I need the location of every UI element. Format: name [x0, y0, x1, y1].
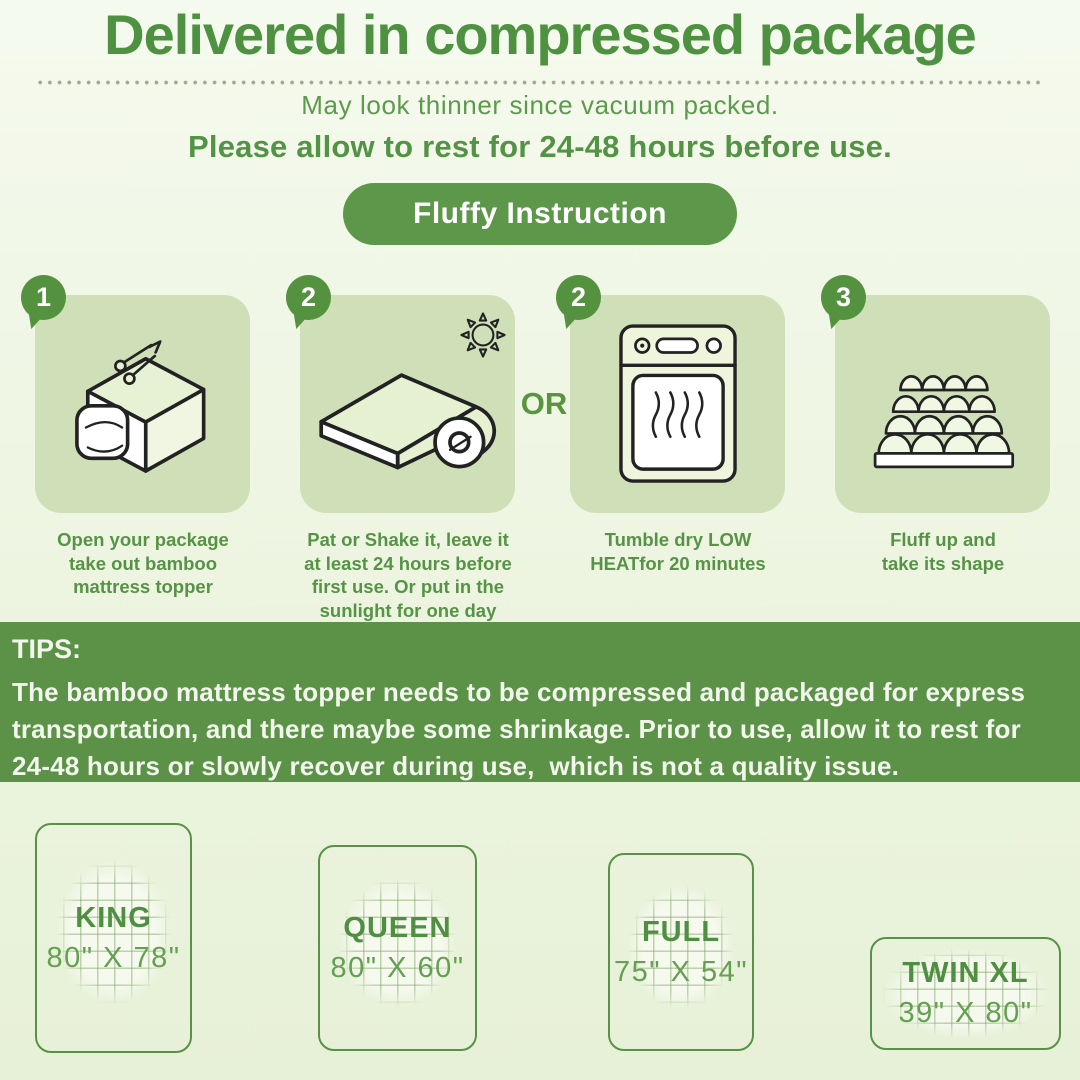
fluffy-topper-icon: [857, 330, 1029, 478]
sun-icon: [455, 307, 511, 363]
step-caption: Open your package take out bamboo mattre…: [57, 529, 229, 598]
size-dimensions: 80" X 78": [46, 941, 181, 974]
step-tumble-dry: 2 Tumble dry LOW HEATfor 20 minutes: [556, 275, 785, 575]
size-name: FULL: [641, 915, 721, 948]
size-card-king: KING 80" X 78": [35, 823, 192, 1053]
step-number-badge: 2: [556, 275, 601, 320]
step-card: 3: [821, 275, 1050, 513]
step-fluff-up: 3 Fluff up and take its shape: [821, 275, 1050, 575]
size-dimensions: 39" X 80": [898, 997, 1033, 1029]
dotted-divider: [38, 80, 1042, 86]
tips-body: The bamboo mattress topper needs to be c…: [12, 677, 1026, 782]
tips-banner: TIPS: The bamboo mattress topper needs t…: [0, 622, 1080, 782]
or-label: OR: [520, 386, 568, 421]
size-name: KING: [75, 901, 152, 934]
size-card-twin-xl: TWIN XL 39" X 80": [870, 937, 1061, 1050]
size-dimensions: 75" X 54": [613, 955, 749, 988]
tumble-dryer-icon: [614, 321, 742, 487]
size-name: QUEEN: [343, 911, 452, 944]
fluffy-instruction-button: Fluffy Instruction: [343, 183, 737, 245]
tips-heading: TIPS:: [12, 634, 82, 664]
step-shake-sunlight: 2: [286, 275, 515, 623]
rolled-topper-icon: [308, 349, 508, 489]
step-number-badge: 1: [21, 275, 66, 320]
step-card: 2: [556, 275, 785, 513]
step-card: 2: [286, 275, 515, 513]
size-chart: KING 80" X 78" QUEEN 80" X 60" FULL 75" …: [0, 790, 1080, 1080]
page-title: Delivered in compressed package: [104, 3, 977, 66]
size-dimensions: 80" X 60": [330, 951, 465, 984]
step-caption: Tumble dry LOW HEATfor 20 minutes: [590, 529, 766, 574]
subtitle-vacuum-packed: May look thinner since vacuum packed.: [301, 90, 779, 120]
subtitle-rest-hours: Please allow to rest for 24-48 hours bef…: [188, 129, 892, 164]
step-card: 1: [21, 275, 250, 513]
size-name: TWIN XL: [902, 957, 1029, 989]
step-number-badge: 3: [821, 275, 866, 320]
package-box-scissors-icon: [57, 319, 229, 489]
size-card-full: FULL 75" X 54": [608, 853, 754, 1051]
step-open-package: 1 Open your package take out bamboo ma: [21, 275, 250, 599]
step-number-badge: 2: [286, 275, 331, 320]
step-caption: Fluff up and take its shape: [881, 529, 1005, 574]
size-card-queen: QUEEN 80" X 60": [318, 845, 477, 1051]
step-caption: Pat or Shake it, leave it at least 24 ho…: [304, 529, 512, 622]
